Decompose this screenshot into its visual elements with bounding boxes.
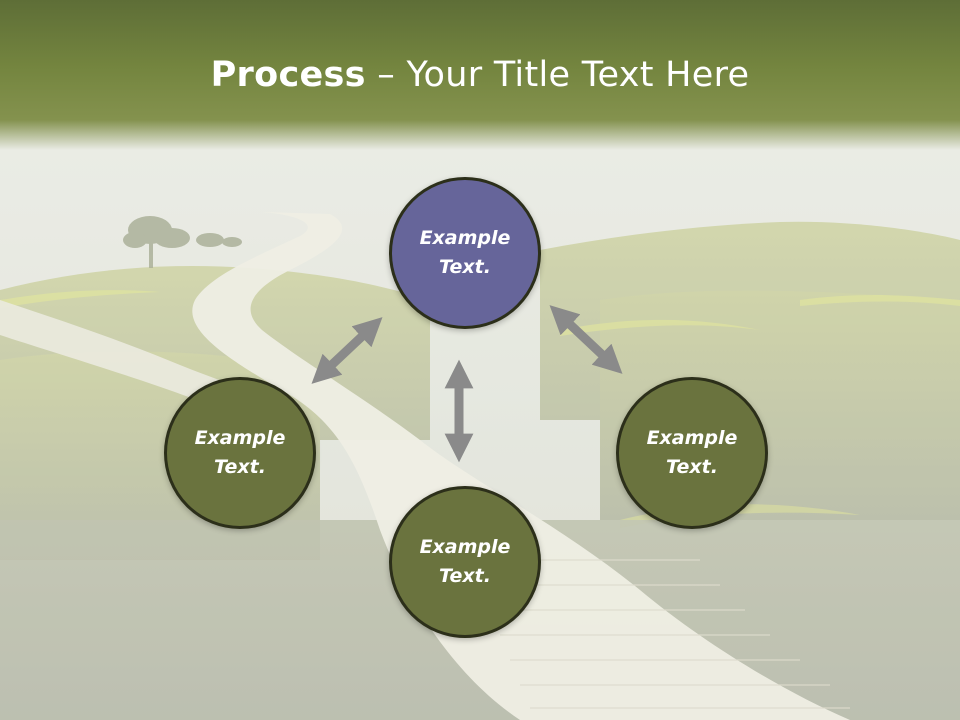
- process-node-left: Example Text.: [164, 377, 316, 529]
- title-band: [0, 0, 960, 150]
- process-node-right: Example Text.: [616, 377, 768, 529]
- node-top-label: Example Text.: [419, 227, 511, 278]
- arrow-top-right: [549, 305, 623, 374]
- title-rest-text: – Your Title Text Here: [365, 55, 750, 95]
- title-bold-text: Process: [210, 55, 366, 95]
- slide-title: Process – Your Title Text Here: [0, 52, 960, 98]
- process-node-top: Example Text.: [389, 177, 541, 329]
- node-right-label: Example Text.: [646, 427, 738, 478]
- process-node-bottom: Example Text.: [389, 486, 541, 638]
- node-bottom-label: Example Text.: [419, 536, 511, 587]
- node-left-label: Example Text.: [194, 427, 286, 478]
- arrow-top-left: [311, 317, 383, 384]
